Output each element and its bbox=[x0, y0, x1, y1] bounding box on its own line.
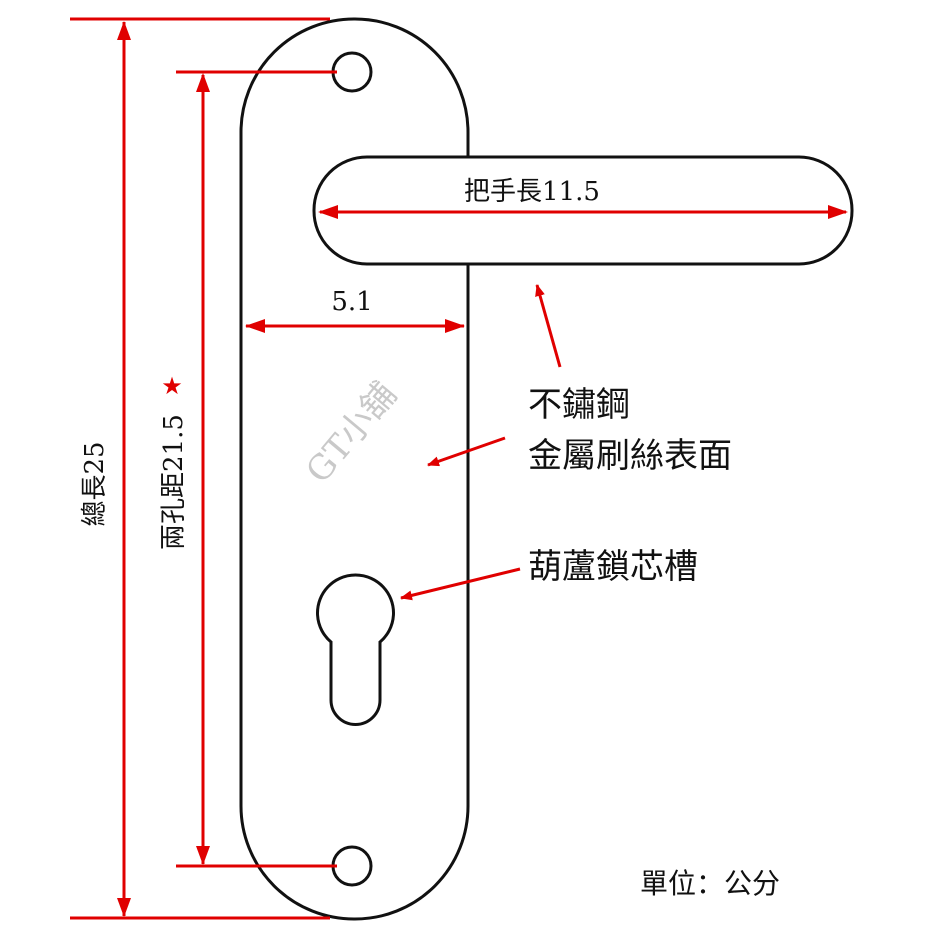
material-label-line1: 不鏽鋼 bbox=[528, 385, 630, 425]
plate-width-dimension bbox=[245, 319, 465, 333]
handle-length-label: 把手長11.5 bbox=[464, 177, 600, 207]
total-length-label: 總長25 bbox=[80, 441, 110, 526]
total-length-dimension bbox=[70, 17, 330, 920]
star-mark: ★ bbox=[161, 372, 183, 400]
keyhole-slot bbox=[316, 573, 395, 726]
back-plate bbox=[239, 17, 470, 921]
arrow-to-plate-surface bbox=[427, 436, 506, 467]
lock-slot-label: 葫蘆鎖芯槽 bbox=[528, 547, 698, 587]
plate-width-label: 5.1 bbox=[331, 287, 372, 317]
hole-distance-label: 兩孔距21.5 bbox=[159, 414, 189, 550]
handle-length-dimension bbox=[318, 205, 848, 219]
material-label-line2: 金屬刷絲表面 bbox=[528, 436, 732, 476]
top-screw-hole bbox=[331, 51, 373, 93]
arrow-to-handle bbox=[535, 284, 562, 368]
unit-label: 單位：公分 bbox=[640, 867, 780, 900]
arrow-to-keyhole bbox=[400, 567, 521, 601]
hole-distance-dimension bbox=[176, 70, 337, 868]
bottom-screw-hole bbox=[331, 845, 373, 887]
